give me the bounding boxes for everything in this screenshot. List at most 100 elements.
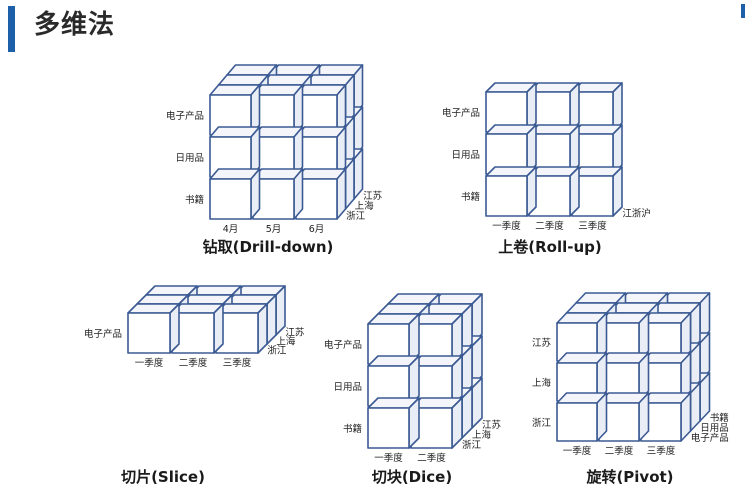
- row-label: 书籍: [343, 423, 362, 435]
- depth-label: 上海: [472, 429, 492, 441]
- cube-side-face: [266, 294, 277, 345]
- panel-title: 切片(Slice): [121, 468, 205, 486]
- cube-front-face: [127, 312, 171, 354]
- cube-cell: [528, 166, 580, 217]
- depth-label: 电子产品: [691, 432, 729, 444]
- row-label: 日用品: [333, 382, 362, 393]
- depth-label: 江浙沪: [622, 208, 651, 220]
- column-label: 三季度: [578, 220, 607, 232]
- cube-cell: [485, 166, 537, 217]
- cube-front-face: [485, 175, 528, 217]
- cube-cell: [295, 168, 347, 220]
- column-label: 二季度: [605, 445, 634, 457]
- cube-side-face: [461, 387, 473, 439]
- panel-title: 钻取(Drill-down): [203, 238, 334, 256]
- cube-side-face: [526, 166, 537, 217]
- cube-cell: [598, 312, 650, 362]
- cube-cell: [295, 126, 347, 178]
- column-label: 4月: [223, 224, 239, 235]
- panel-title: 旋转(Pivot): [585, 468, 673, 486]
- cube-cell: [215, 303, 268, 354]
- cube-cell: [528, 82, 580, 133]
- cube-cell: [209, 84, 261, 136]
- depth-label: 日用品: [700, 423, 729, 434]
- depth-label: 浙江: [462, 439, 482, 451]
- cube-front-face: [556, 402, 598, 442]
- column-label: 6月: [309, 224, 325, 235]
- row-label: 日用品: [451, 150, 480, 161]
- depth-label: 江苏: [285, 327, 305, 339]
- cube-cell: [367, 397, 420, 449]
- cube-cell: [556, 312, 608, 362]
- cube-front-face: [367, 407, 410, 449]
- cube-cell: [598, 392, 650, 442]
- depth-label: 浙江: [346, 210, 366, 222]
- column-label: 三季度: [647, 445, 676, 457]
- cube-side-face: [612, 166, 623, 217]
- depth-label: 浙江: [267, 345, 287, 357]
- cube-side-face: [336, 168, 347, 220]
- column-label: 二季度: [535, 220, 564, 232]
- page-title: 多维法: [34, 10, 116, 40]
- depth-label: 江苏: [482, 419, 502, 431]
- column-label: 二季度: [417, 452, 446, 464]
- cube-cell: [640, 352, 692, 402]
- column-label: 5月: [266, 224, 282, 235]
- cube-cell: [640, 392, 692, 442]
- depth-label: 上海: [355, 200, 375, 212]
- cube-side-face: [353, 148, 364, 200]
- column-label: 一季度: [492, 220, 521, 232]
- cube-cell: [367, 355, 420, 407]
- cube-cell: [209, 168, 261, 220]
- cube-cell: [410, 355, 463, 407]
- cube-side-face: [569, 166, 580, 217]
- depth-label: 江苏: [363, 190, 383, 202]
- row-label: 电子产品: [324, 339, 362, 351]
- cube-cell: [127, 303, 180, 354]
- panel-title: 切块(Dice): [372, 468, 452, 486]
- cube-side-face: [213, 303, 224, 354]
- row-label: 电子产品: [442, 107, 480, 119]
- depth-label: 上海: [276, 336, 296, 348]
- cube-side-face: [471, 377, 483, 429]
- cube-cell: [295, 84, 347, 136]
- cube-side-face: [408, 397, 420, 449]
- cube-cell: [410, 397, 463, 449]
- row-label: 电子产品: [166, 110, 204, 122]
- panel-title: 上卷(Roll-up): [498, 238, 602, 256]
- cube-cell: [640, 312, 692, 362]
- corner-mark: [741, 4, 745, 18]
- column-label: 二季度: [179, 357, 208, 369]
- cube-cell: [571, 166, 623, 217]
- cube-cell: [571, 82, 623, 133]
- cube-side-face: [275, 285, 286, 336]
- row-label: 浙江: [532, 417, 552, 429]
- cube-side-face: [451, 397, 463, 449]
- cube-side-face: [293, 168, 304, 220]
- column-label: 一季度: [563, 445, 592, 457]
- depth-label: 书籍: [710, 412, 729, 424]
- cube-side-face: [250, 168, 261, 220]
- cube-side-face: [257, 303, 268, 354]
- cube-cell: [556, 392, 608, 442]
- title-accent-bar: [8, 6, 15, 52]
- column-label: 三季度: [223, 357, 252, 369]
- row-label: 电子产品: [84, 328, 122, 340]
- column-label: 一季度: [374, 452, 403, 464]
- row-label: 书籍: [185, 194, 204, 206]
- row-label: 日用品: [175, 153, 204, 164]
- row-label: 上海: [532, 377, 552, 389]
- row-label: 书籍: [461, 191, 480, 203]
- cube-cell: [252, 168, 304, 220]
- cube-side-face: [169, 303, 180, 354]
- row-label: 江苏: [532, 337, 552, 349]
- column-label: 一季度: [135, 357, 164, 369]
- cube-cell: [528, 124, 580, 175]
- cube-side-face: [344, 158, 355, 210]
